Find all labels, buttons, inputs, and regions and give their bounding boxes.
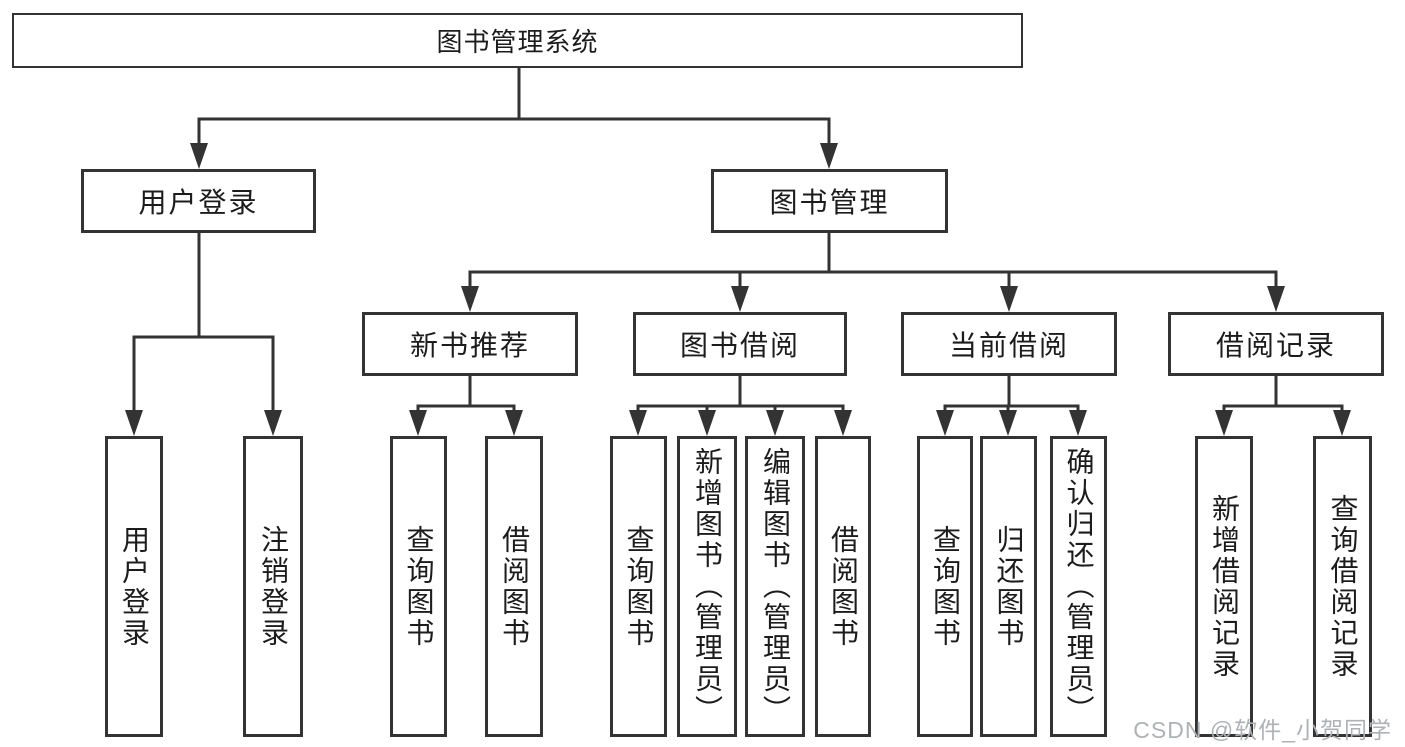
node-new-book-recommend: 新书推荐	[362, 312, 578, 376]
connector-new-book-branch	[409, 376, 523, 436]
connector-book-management-branch	[461, 233, 1285, 312]
csdn-watermark: CSDN @软件_小贺同学	[1133, 717, 1392, 743]
leaf-query-borrow-record: 查询借阅记录	[1313, 436, 1372, 737]
branch-book-management-label: 图书管理	[769, 187, 890, 218]
node-borrow-records-label: 借阅记录	[1215, 330, 1336, 361]
node-book-borrow: 图书借阅	[633, 312, 847, 376]
leaf-query-books-2: 查询图书	[610, 436, 667, 737]
branch-user-login: 用户登录	[81, 169, 316, 233]
leaf-return-books-label: 归还图书	[993, 524, 1025, 649]
leaf-query-books-3-label: 查询图书	[930, 524, 961, 649]
node-current-borrow: 当前借阅	[901, 312, 1117, 376]
connector-current-borrow-branch	[936, 376, 1087, 436]
root-node-label: 图书管理系统	[436, 27, 599, 57]
leaf-borrow-books-2-label: 借阅图书	[828, 524, 859, 649]
leaf-add-books-admin: 新增图书（管理员）	[677, 436, 737, 737]
leaf-add-borrow-record-label: 新增借阅记录	[1209, 493, 1240, 680]
leaf-confirm-return-admin-label: 确认归还（管理员）	[1063, 447, 1095, 726]
leaf-borrow-books-2: 借阅图书	[815, 436, 871, 737]
connector-book-borrow-branch	[629, 376, 852, 436]
leaf-edit-books-admin: 编辑图书（管理员）	[745, 436, 805, 737]
leaf-borrow-books-1-label: 借阅图书	[499, 524, 530, 649]
node-book-borrow-label: 图书借阅	[679, 330, 800, 361]
connector-root-to-level1	[190, 68, 838, 169]
node-current-borrow-label: 当前借阅	[948, 330, 1069, 361]
branch-user-login-label: 用户登录	[138, 187, 259, 218]
leaf-user-login: 用户登录	[105, 436, 163, 737]
leaf-user-login-label: 用户登录	[119, 524, 150, 649]
connector-user-login-branch	[125, 233, 282, 436]
branch-book-management: 图书管理	[711, 169, 948, 233]
leaf-logout: 注销登录	[243, 436, 303, 737]
leaf-borrow-books-1: 借阅图书	[485, 436, 543, 737]
leaf-query-borrow-record-label: 查询借阅记录	[1327, 493, 1359, 680]
leaf-edit-books-admin-label: 编辑图书（管理员）	[760, 447, 791, 726]
leaf-confirm-return-admin: 确认归还（管理员）	[1050, 436, 1107, 737]
node-new-book-recommend-label: 新书推荐	[409, 330, 530, 361]
leaf-query-books-3: 查询图书	[917, 436, 973, 737]
connector-borrow-records-branch	[1215, 376, 1351, 436]
leaf-return-books: 归还图书	[980, 436, 1037, 737]
node-borrow-records: 借阅记录	[1168, 312, 1384, 376]
leaf-add-borrow-record: 新增借阅记录	[1195, 436, 1253, 737]
leaf-query-books-2-label: 查询图书	[623, 524, 655, 649]
leaf-add-books-admin-label: 新增图书（管理员）	[692, 447, 723, 726]
leaf-query-books-1: 查询图书	[390, 436, 447, 737]
leaf-query-books-1-label: 查询图书	[403, 524, 435, 649]
root-node: 图书管理系统	[12, 13, 1023, 68]
leaf-logout-label: 注销登录	[258, 524, 289, 649]
